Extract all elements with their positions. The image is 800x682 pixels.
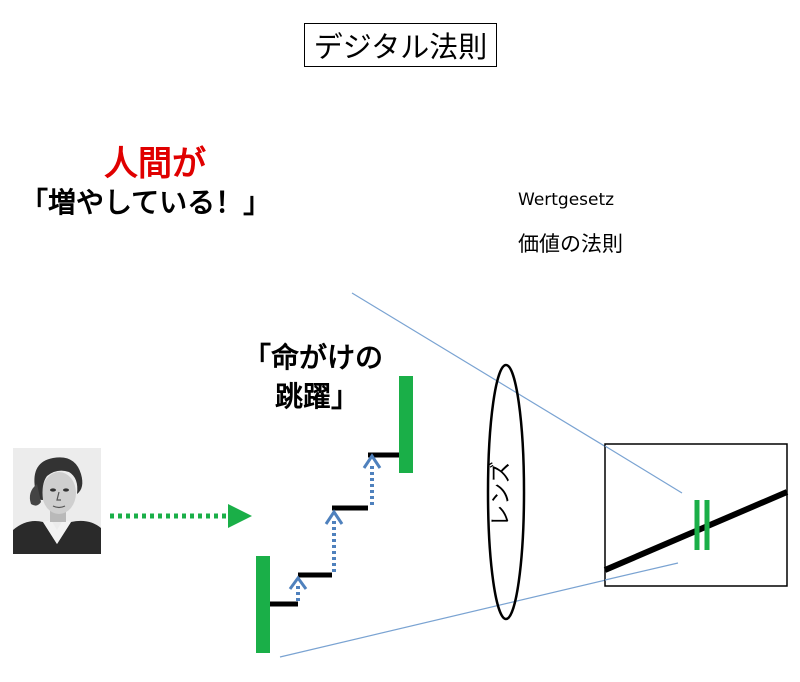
value-law-label: 価値の法則 (518, 232, 623, 256)
human-label: 人間が (104, 144, 206, 184)
leap-label-line1: 「命がけの (243, 341, 384, 374)
projection-line-top-inner (604, 445, 683, 494)
dotted-up-arrow-icon (362, 453, 382, 505)
leap-label-line2: 跳躍」 (275, 380, 360, 413)
man-portrait-image (13, 448, 101, 554)
lens-label: レンズ (489, 461, 514, 527)
projection-line-bottom-inner (604, 562, 679, 581)
lens-ellipse (486, 363, 526, 621)
dotted-up-arrow-icon (324, 509, 344, 572)
wertgesetz-label: Wertgesetz (518, 190, 615, 210)
right-arrow-head-icon (228, 504, 252, 528)
page-title: デジタル法則 (304, 23, 497, 67)
increasing-label: 「増やしている！」 (20, 186, 272, 219)
green-bar-bottom (256, 556, 270, 653)
dotted-up-arrow-icon (288, 575, 308, 601)
green-bar-top (399, 376, 413, 473)
